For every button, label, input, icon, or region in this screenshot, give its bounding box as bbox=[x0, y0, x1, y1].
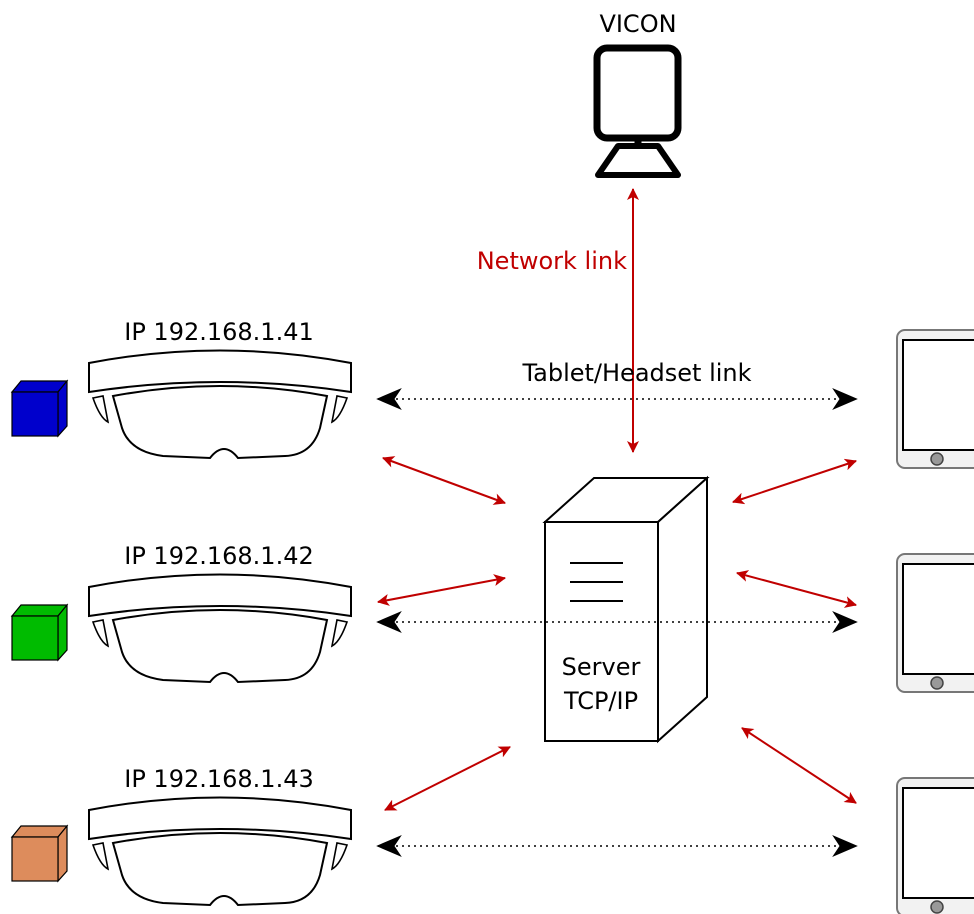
ar-headset-icon bbox=[88, 349, 352, 459]
cube-icon bbox=[10, 824, 69, 883]
tablet-icon bbox=[896, 553, 974, 693]
ar-headset-icon bbox=[88, 796, 352, 906]
headset-1-server-link bbox=[382, 456, 506, 505]
cube-icon bbox=[10, 603, 69, 662]
network-link-label: Network link bbox=[477, 247, 627, 275]
tablet-2-server-link bbox=[736, 570, 857, 608]
headset-1-ip: IP 192.168.1.41 bbox=[124, 318, 314, 346]
server-protocol-label: TCP/IP bbox=[563, 687, 638, 715]
headset-3-ip: IP 192.168.1.43 bbox=[124, 765, 314, 793]
tablet-icon bbox=[896, 777, 974, 914]
camera-icon bbox=[593, 44, 682, 178]
tablet-1-server-link bbox=[732, 458, 857, 505]
server-label: Server bbox=[562, 653, 641, 681]
headset-2-ip: IP 192.168.1.42 bbox=[124, 542, 314, 570]
vicon-label: VICON bbox=[599, 10, 676, 38]
tablet-3-server-link bbox=[741, 727, 857, 804]
tablet-icon bbox=[896, 329, 974, 469]
ar-headset-icon bbox=[88, 573, 352, 683]
headset-3-server-link bbox=[384, 746, 511, 811]
tablet-headset-link-label: Tablet/Headset link bbox=[521, 359, 751, 387]
headset-2-server-link bbox=[377, 574, 506, 606]
cube-icon bbox=[10, 379, 69, 438]
